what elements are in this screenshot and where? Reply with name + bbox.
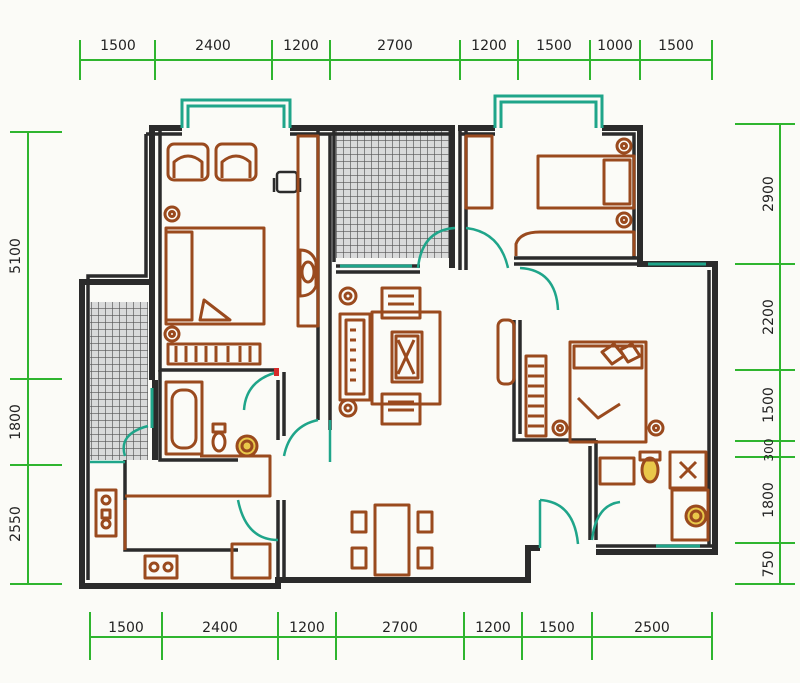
- dim-right-1: 2900: [761, 176, 777, 212]
- third-bed: [551, 340, 665, 444]
- dim-left-1: 5100: [8, 238, 24, 274]
- dim-bottom-2: 2400: [202, 620, 238, 636]
- dim-bottom-3: 1200: [289, 620, 325, 636]
- dim-top-5: 1200: [471, 38, 507, 54]
- doors: [90, 226, 621, 548]
- door-second-bedroom: [465, 226, 510, 269]
- second-wardrobe: [514, 230, 636, 256]
- dimension-labels-bottom: 1500 2400 1200 2700 1200 1500 2500: [108, 620, 670, 636]
- master-bed: [163, 205, 266, 343]
- dim-right-6: 750: [761, 551, 777, 578]
- armchair-bottom: [380, 392, 422, 426]
- dim-right-3: 1500: [761, 387, 777, 423]
- small-bathroom-fixtures: [598, 450, 710, 542]
- balcony-left: [90, 302, 148, 460]
- dimension-labels-top: 1500 2400 1200 2700 1200 1500 1000 1500: [100, 38, 694, 54]
- fridge: [230, 542, 272, 580]
- balcony-top: [336, 130, 450, 258]
- dimension-lines: [10, 40, 795, 660]
- dim-right-5: 1800: [761, 482, 777, 518]
- armchair-right: [214, 142, 258, 182]
- door-bathroom: [242, 370, 279, 411]
- dim-bottom-5: 1200: [475, 620, 511, 636]
- armchair-left: [166, 142, 210, 182]
- dim-right-2: 2200: [761, 299, 777, 335]
- dim-top-1: 1500: [100, 38, 136, 54]
- dim-bottom-1: 1500: [108, 620, 144, 636]
- dim-bottom-4: 2700: [382, 620, 418, 636]
- dim-right-4: 300: [762, 439, 776, 462]
- door-entrance: [539, 498, 580, 545]
- dining-table: [350, 503, 434, 577]
- second-bed: [536, 137, 636, 229]
- dim-top-3: 1200: [283, 38, 319, 54]
- door-balcony-top: [416, 226, 456, 269]
- window-second-bedroom: [493, 94, 604, 128]
- sofa: [338, 312, 372, 402]
- kitchen-sink: [143, 554, 179, 580]
- desk: [296, 134, 320, 328]
- dim-bottom-6: 1500: [539, 620, 575, 636]
- dim-left-2: 1800: [8, 404, 24, 440]
- dimension-labels-right: 2900 2200 1500 300 1800 750: [761, 176, 777, 577]
- door-kitchen: [236, 499, 279, 542]
- windows: [150, 94, 706, 548]
- dim-top-8: 1500: [658, 38, 694, 54]
- second-desk: [464, 134, 494, 210]
- door-master-bedroom: [282, 418, 319, 457]
- tv-cabinet: [370, 310, 442, 406]
- dim-left-3: 2550: [8, 506, 24, 542]
- toilet: [211, 422, 227, 453]
- dim-bottom-7: 2500: [634, 620, 670, 636]
- desk-chair: [272, 170, 302, 194]
- window-master-bedroom: [180, 98, 292, 128]
- dim-top-2: 2400: [195, 38, 231, 54]
- door-living-right: [519, 266, 560, 311]
- dim-top-7: 1000: [597, 38, 633, 54]
- dimension-labels-left: 5100 1800 2550: [8, 238, 24, 542]
- wardrobe: [166, 342, 262, 366]
- door-small-bathroom: [590, 500, 621, 541]
- furniture: [94, 134, 710, 580]
- armchair-top: [380, 286, 422, 320]
- dim-top-4: 2700: [377, 38, 413, 54]
- dim-top-6: 1500: [536, 38, 572, 54]
- wall-end-marker: [274, 368, 279, 376]
- door-left-balcony: [122, 424, 149, 457]
- basin: [235, 434, 259, 458]
- bathtub: [164, 380, 204, 456]
- third-wardrobe: [524, 354, 548, 438]
- kitchen-stove: [94, 488, 118, 538]
